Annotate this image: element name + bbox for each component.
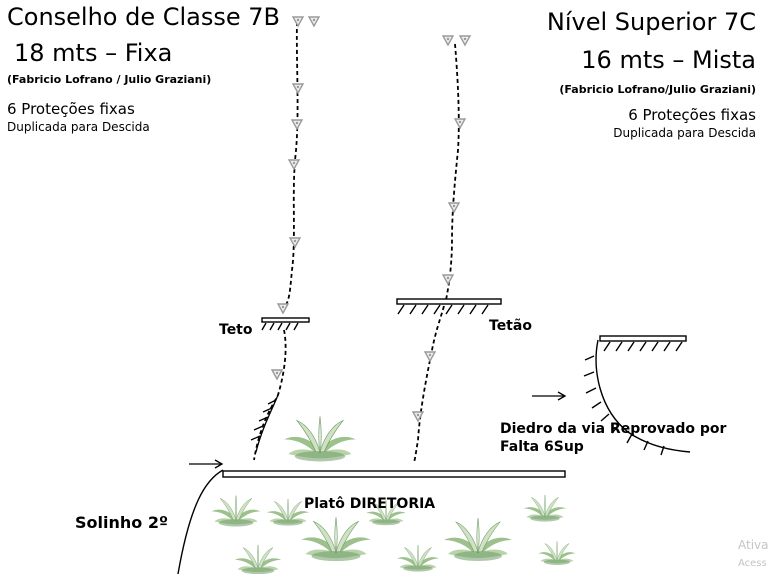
route-left-length: 18 mts – Fixa bbox=[14, 39, 173, 67]
route-right-line bbox=[413, 43, 460, 463]
wall-hatch bbox=[250, 394, 279, 453]
label-diedro-line1: Diedro da via Reprovado por bbox=[500, 421, 727, 437]
route-right-protections: 6 Proteções fixas bbox=[628, 106, 756, 124]
route-left-authors: (Fabricio Lofrano / Julio Graziani) bbox=[7, 73, 212, 86]
route-right-descent: Duplicada para Descida bbox=[613, 126, 756, 140]
bromeliad-icon bbox=[300, 516, 372, 562]
route-right-authors: (Fabricio Lofrano/Julio Graziani) bbox=[559, 83, 756, 96]
label-plato: Platô DIRETORIA bbox=[304, 496, 436, 512]
route-right-name: Nível Superior 7C bbox=[546, 8, 756, 36]
bromeliad-icon bbox=[523, 494, 567, 522]
diedro-corner bbox=[583, 335, 691, 456]
watermark-line1: Ativa bbox=[738, 538, 768, 552]
label-tetao: Tetão bbox=[489, 318, 532, 334]
bromeliad-icon bbox=[283, 415, 357, 462]
route-left-protections: 6 Proteções fixas bbox=[7, 100, 135, 118]
bromeliad-icon bbox=[396, 544, 440, 572]
label-teto: Teto bbox=[219, 322, 253, 338]
bromeliad-icon bbox=[234, 544, 282, 574]
label-diedro-line2: Falta 6Sup bbox=[500, 439, 584, 455]
arrow-right-icon bbox=[189, 459, 224, 469]
label-solinho: Solinho 2º bbox=[75, 513, 168, 532]
bromeliad-icon bbox=[211, 495, 261, 527]
bromeliad-icon bbox=[443, 517, 513, 562]
bromeliad-icon bbox=[266, 498, 310, 526]
route-right-length: 16 mts – Mista bbox=[581, 46, 756, 74]
arrow-right-icon bbox=[532, 391, 567, 401]
plato-ledge bbox=[222, 470, 566, 478]
bromeliad-icon bbox=[538, 541, 576, 566]
route-left-name: Conselho de Classe 7B bbox=[7, 3, 281, 31]
watermark-line2: Acess bbox=[738, 558, 767, 569]
route-left-descent: Duplicada para Descida bbox=[7, 120, 150, 134]
tetao-roof bbox=[396, 298, 502, 315]
route-left-bolts bbox=[271, 16, 320, 380]
solinho-slope bbox=[177, 469, 224, 574]
teto-roof bbox=[261, 317, 310, 331]
route-right-bolts bbox=[412, 35, 471, 422]
